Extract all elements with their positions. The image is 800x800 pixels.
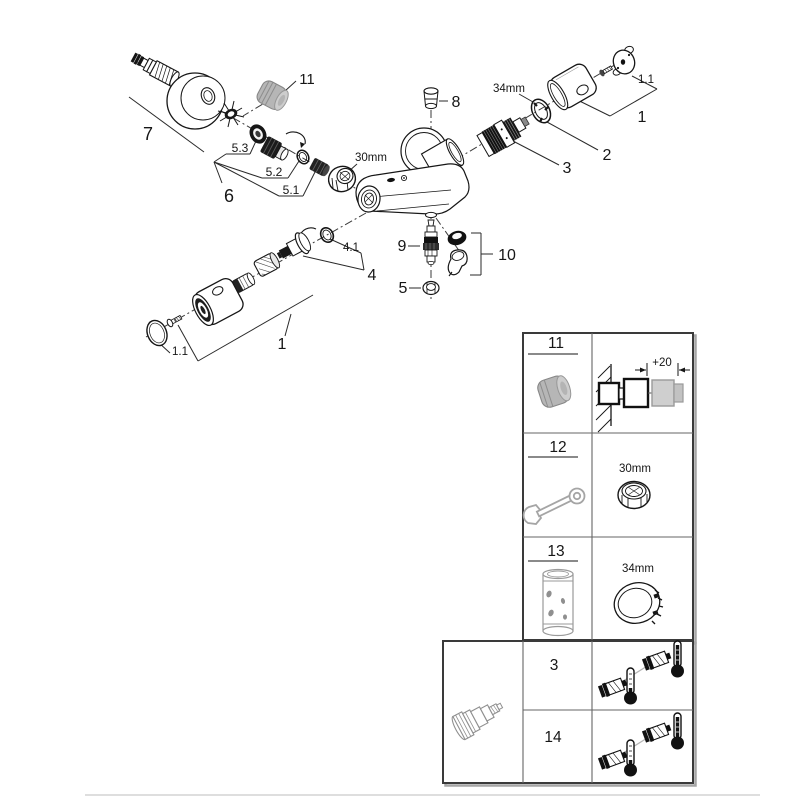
small-oring bbox=[296, 149, 310, 165]
label-part-9: 9 bbox=[398, 238, 407, 255]
part-7-escutcheon bbox=[166, 72, 226, 130]
rotation-arrow-top bbox=[285, 131, 306, 148]
part-5-3-oring bbox=[249, 124, 267, 144]
wall-extension-diagram: +20 bbox=[595, 357, 690, 433]
label-dim-34mm: 34mm bbox=[493, 83, 525, 95]
star-seal bbox=[217, 100, 245, 128]
plus20-dimension bbox=[635, 363, 690, 376]
label-part-1-1-top: 1.1 bbox=[638, 74, 654, 86]
table-row-14-number: 14 bbox=[544, 729, 562, 746]
part-10-outlet-hook bbox=[447, 249, 468, 277]
cartridge-icon bbox=[451, 702, 504, 741]
part-1-cap-bottom bbox=[192, 277, 244, 327]
label-part-5-3: 5.3 bbox=[232, 141, 249, 155]
ring-34mm-icon bbox=[613, 582, 664, 625]
label-part-6: 6 bbox=[224, 186, 234, 206]
part-7-tailpiece bbox=[130, 52, 180, 87]
part-1-1-cover-plate-top bbox=[612, 45, 636, 76]
wrench-icon bbox=[522, 487, 586, 525]
label-part-8: 8 bbox=[452, 94, 461, 111]
nut-30mm-label: 30mm bbox=[619, 463, 651, 475]
table-row-11-number: 11 bbox=[548, 335, 564, 352]
part-1-handle-cap-top bbox=[547, 63, 597, 111]
nut-30mm-icon bbox=[617, 480, 651, 510]
table-row-12-number: 12 bbox=[549, 439, 566, 456]
label-part-1-bottom: 1 bbox=[278, 336, 287, 353]
part-10-outlet-ring bbox=[447, 230, 467, 246]
union-nut-30mm bbox=[327, 165, 357, 193]
grease-tube-icon bbox=[597, 749, 628, 770]
part-1-1-screw-top bbox=[599, 65, 613, 77]
part-1-1-screw-bottom bbox=[166, 314, 183, 328]
grease-tube-icon bbox=[597, 677, 628, 698]
part-11-grey-cap bbox=[256, 80, 289, 111]
grease-tube-icon bbox=[641, 722, 672, 743]
label-part-5: 5 bbox=[399, 280, 408, 297]
thermometer-hot-icon bbox=[671, 712, 684, 750]
grease-tube-icon bbox=[641, 650, 672, 671]
table-row-13-number: 13 bbox=[547, 543, 564, 560]
check-valve bbox=[253, 252, 281, 277]
thermometer-hot-icon bbox=[671, 640, 684, 678]
part-4-valve bbox=[276, 232, 312, 259]
label-part-11: 11 bbox=[299, 71, 315, 88]
socket-tool-icon bbox=[542, 568, 574, 637]
part-2-slip-ring bbox=[530, 98, 552, 124]
grease-row-3-icons bbox=[597, 640, 684, 705]
thermometer-icon bbox=[624, 739, 637, 777]
part-1-1-oval-cover bbox=[146, 319, 168, 347]
plus20-label: +20 bbox=[652, 357, 672, 369]
label-part-4: 4 bbox=[368, 267, 377, 284]
service-table-grease: 3 14 bbox=[442, 640, 697, 787]
part-4-1-oring bbox=[319, 227, 335, 243]
label-part-5-1: 5.1 bbox=[283, 183, 300, 197]
table-row-3-number: 3 bbox=[550, 657, 559, 674]
service-table-tools: 11 +20 12 bbox=[522, 332, 697, 644]
grease-row-14-icons bbox=[597, 712, 684, 777]
part-3-thermo-cartridge bbox=[476, 116, 530, 158]
label-part-1-top: 1 bbox=[638, 109, 647, 126]
label-dim-30mm: 30mm bbox=[355, 152, 387, 164]
label-part-1-1-bottom: 1.1 bbox=[172, 346, 188, 358]
cap-11-icon bbox=[537, 375, 572, 408]
label-part-5-2: 5.2 bbox=[266, 165, 283, 179]
label-part-7: 7 bbox=[143, 124, 153, 144]
mixer-body bbox=[355, 163, 470, 219]
callout-lines bbox=[128, 75, 658, 362]
part-5-1-sleeve bbox=[309, 158, 330, 177]
label-part-2: 2 bbox=[603, 147, 612, 164]
part-9-diverter-cartridge bbox=[423, 219, 439, 265]
part-8-plug-cap bbox=[423, 87, 439, 110]
label-part-3: 3 bbox=[563, 160, 572, 177]
part-5-nut bbox=[422, 280, 440, 296]
label-part-10: 10 bbox=[498, 247, 516, 264]
ring-34mm-label: 34mm bbox=[622, 563, 654, 575]
thermometer-icon bbox=[624, 667, 637, 705]
label-part-4-1: 4.1 bbox=[343, 242, 359, 254]
part-5-2-insert bbox=[260, 136, 289, 161]
